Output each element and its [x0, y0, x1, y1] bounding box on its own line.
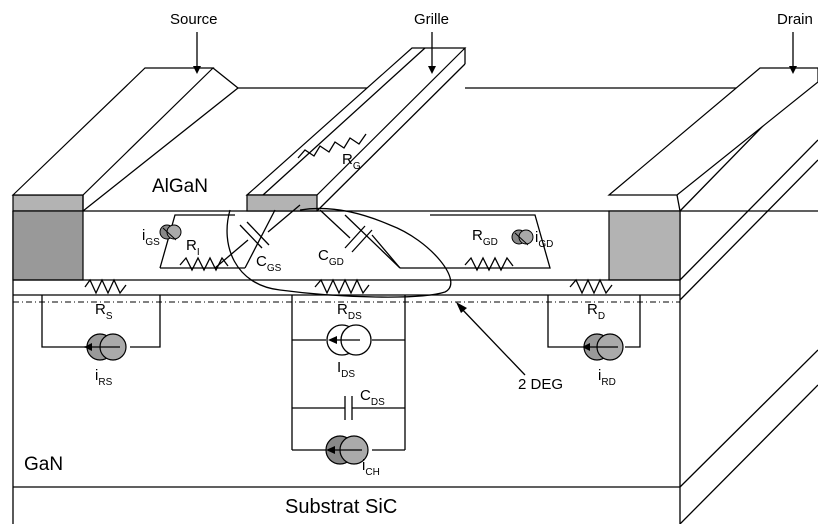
cgd-capacitor: [319, 209, 401, 269]
cgs-label: CGS: [256, 253, 282, 274]
source-label: Source: [170, 11, 218, 28]
2deg-arrow: [456, 302, 526, 376]
algan-label: AlGaN: [152, 176, 208, 197]
drain-electrode: [607, 67, 818, 212]
igs-source: [159, 224, 182, 241]
cds-label: CDS: [360, 387, 385, 408]
cgd-label: CGD: [318, 247, 344, 268]
igd-label: iGD: [535, 229, 553, 250]
2deg-label: 2 DEG: [518, 376, 563, 393]
rds-resistor: [314, 278, 370, 295]
substrate-label: Substrat SiC: [285, 496, 397, 518]
intrinsic-outline: [159, 209, 551, 269]
source-contact: [12, 210, 84, 281]
gate-loop-curve: [226, 207, 452, 298]
drain-label: Drain: [777, 11, 813, 28]
channel-network: [291, 295, 406, 465]
ird-label: iRD: [598, 367, 616, 388]
rs-resistor: [84, 278, 127, 295]
source-electrode: [11, 67, 239, 212]
gan-label: GaN: [24, 454, 63, 475]
rd-loop: [547, 295, 641, 361]
rg-label: RG: [342, 151, 361, 172]
igd-source: [511, 229, 534, 246]
ri-label: RI: [186, 237, 200, 258]
irs-label: iRS: [95, 367, 113, 388]
rd-resistor: [569, 278, 613, 295]
gate-electrode: [245, 47, 467, 212]
rds-label: RDS: [337, 301, 362, 322]
gate-label: Grille: [414, 11, 449, 28]
drain-contact: [608, 210, 681, 281]
ids-label: IDS: [337, 359, 355, 380]
terminal-arrows: [193, 32, 797, 74]
rgd-resistor: [464, 256, 514, 272]
rg-resistor: [297, 133, 367, 159]
rs-loop: [41, 295, 161, 361]
rd-label: RD: [587, 301, 605, 322]
igs-label: iGS: [142, 227, 160, 248]
heterojunction-lines: [13, 279, 680, 303]
ich-label: iCH: [362, 457, 380, 478]
rs-label: RS: [95, 301, 113, 322]
ri-resistor: [179, 256, 229, 272]
rgd-label: RGD: [472, 227, 498, 248]
